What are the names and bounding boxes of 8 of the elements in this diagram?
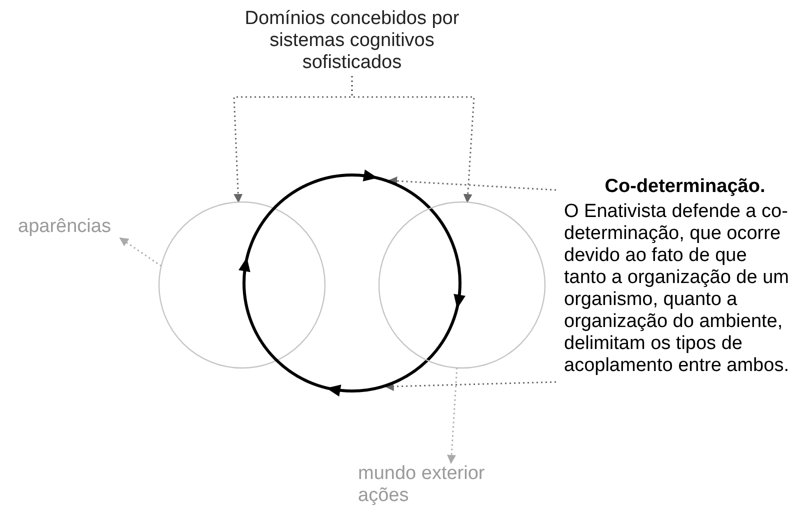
annotation-text: mundo exterior ações — [358, 463, 508, 507]
dotted-arrow — [447, 368, 458, 464]
annotation-text: aparências — [18, 216, 133, 238]
note-text: O Enativista defende a co-determinação, que ocorre devido ao fato de que tanto a organização de um organismo, quanto a organização do ambiente, delimitam os tipos de acoplamento entre ambos. — [564, 201, 790, 377]
dotted-arrow — [351, 76, 475, 204]
note-heading: Co-determinação. — [604, 176, 766, 198]
heading-text: Domínios concebidos por sistemas cognitivos sofisticados — [222, 8, 482, 76]
dotted-arrow — [119, 237, 162, 267]
